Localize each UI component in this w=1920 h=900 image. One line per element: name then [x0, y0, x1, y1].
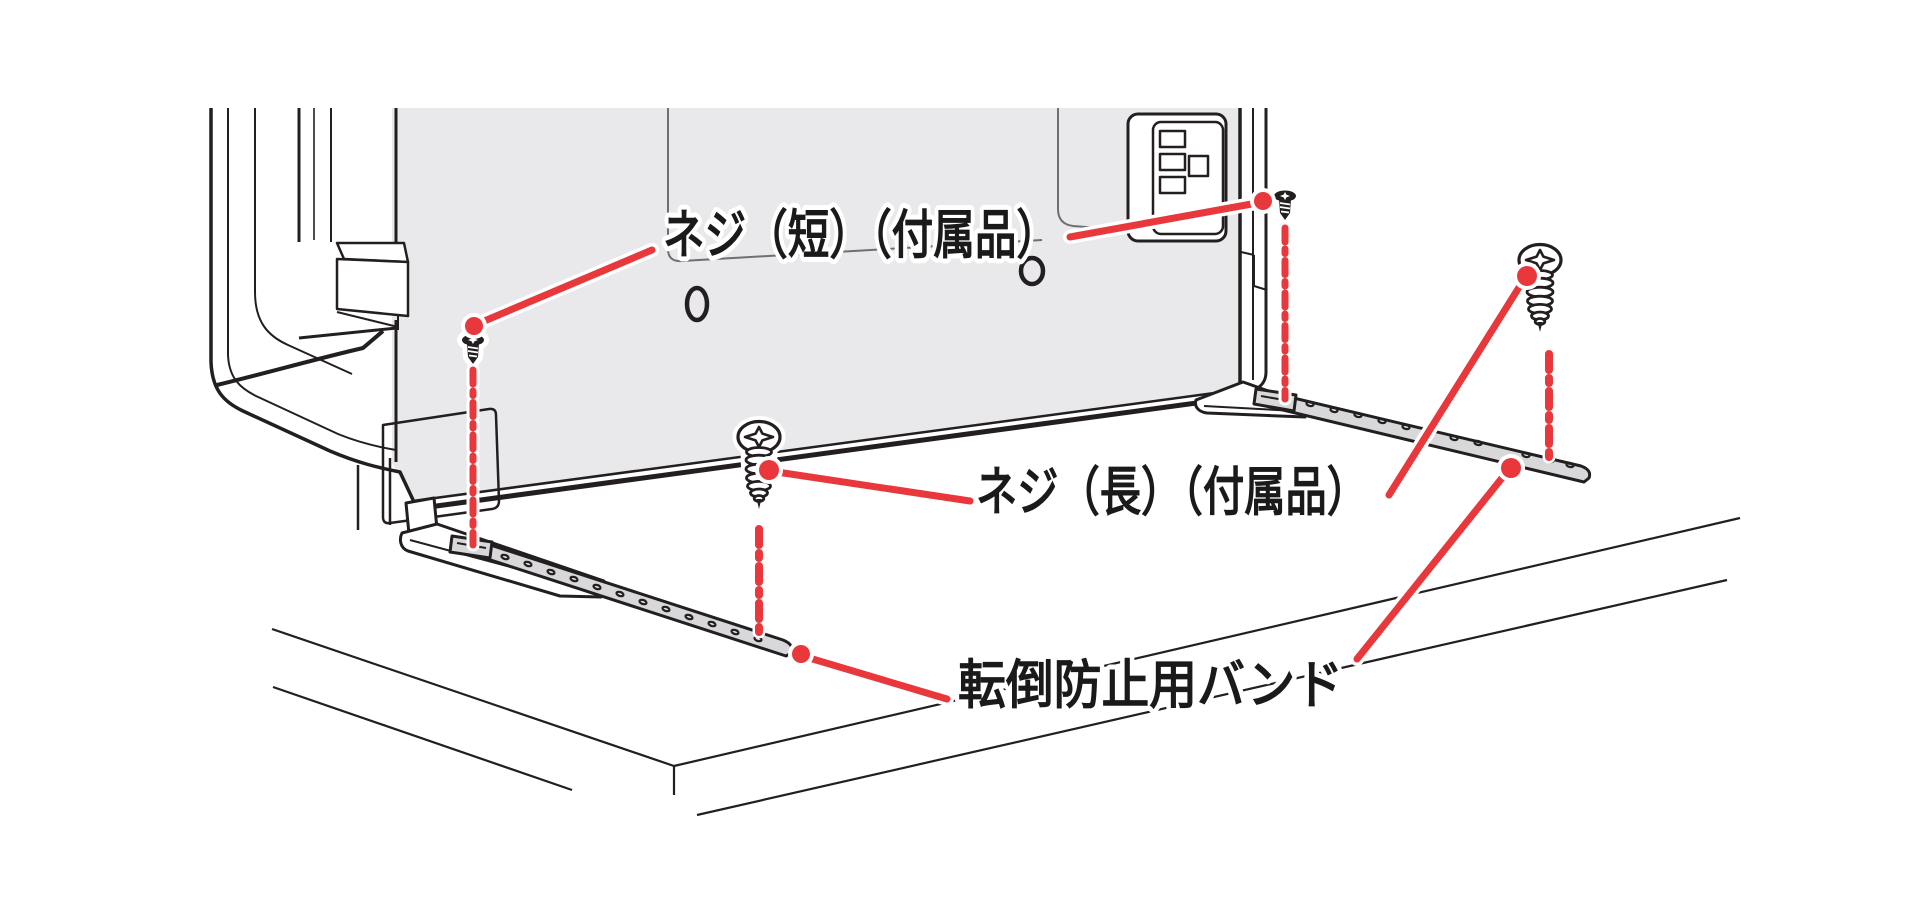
table-edge-front-right [673, 516, 1741, 768]
side-step-notch [1240, 251, 1268, 291]
dot-long-screw-right [1517, 266, 1537, 286]
foot-neck-left [356, 458, 392, 530]
annotations [461, 188, 1556, 706]
table-top [271, 516, 1741, 817]
leader-short-screw-right [1066, 199, 1261, 241]
leader-long-screw-right [1385, 277, 1527, 499]
handle-bracket [335, 241, 410, 330]
leader-band-left [802, 653, 951, 703]
label-band: 転倒防止用バンド [958, 656, 1343, 715]
tv-side-frame [209, 108, 416, 530]
labels: ネジ（短）（付属品） ネジ（長）（付属品） 転倒防止用バンド [658, 200, 1373, 720]
tv-back-panel [381, 108, 1240, 525]
screw-hole-oval-right [1018, 255, 1046, 287]
label-long-screw: ネジ（長）（付属品） [976, 462, 1368, 522]
screw-insertion-dashes [466, 221, 1556, 646]
tv-bottom-edge [406, 387, 1249, 513]
dot-band-left [792, 645, 810, 663]
bezel-bottom-corner [216, 326, 398, 530]
connector-jack-1 [1158, 129, 1187, 149]
table-edge-back-left [271, 627, 675, 768]
recess-edge-right [1057, 108, 1128, 231]
dot-band-right [1501, 458, 1521, 478]
label-short-screw: ネジ（短）（付属品） [663, 205, 1058, 265]
table-edge-under-right [696, 578, 1728, 817]
screw-hole-oval-left [684, 285, 710, 323]
dot-short-screw-right [1254, 192, 1272, 210]
leader-dots [461, 188, 1541, 667]
connector-jack-4 [1187, 154, 1210, 178]
leader-band-right [1353, 469, 1510, 663]
dot-short-screw-left [465, 317, 483, 335]
leader-short-screw-left [478, 246, 656, 326]
connector-jack-2 [1158, 152, 1187, 172]
leader-lines [475, 196, 1530, 706]
tv-right-edge [1238, 108, 1268, 393]
short-screw-right [1274, 191, 1296, 221]
recess-edge-left [667, 108, 1043, 263]
rating-label-plate [381, 407, 501, 525]
leader-long-screw-center [773, 468, 974, 505]
dot-long-screw-center [759, 460, 779, 480]
band-holes-left [500, 553, 763, 643]
table-edge-under-left [272, 685, 573, 792]
connector-jack-3 [1158, 175, 1187, 195]
anti-tip-band-left [448, 534, 794, 658]
